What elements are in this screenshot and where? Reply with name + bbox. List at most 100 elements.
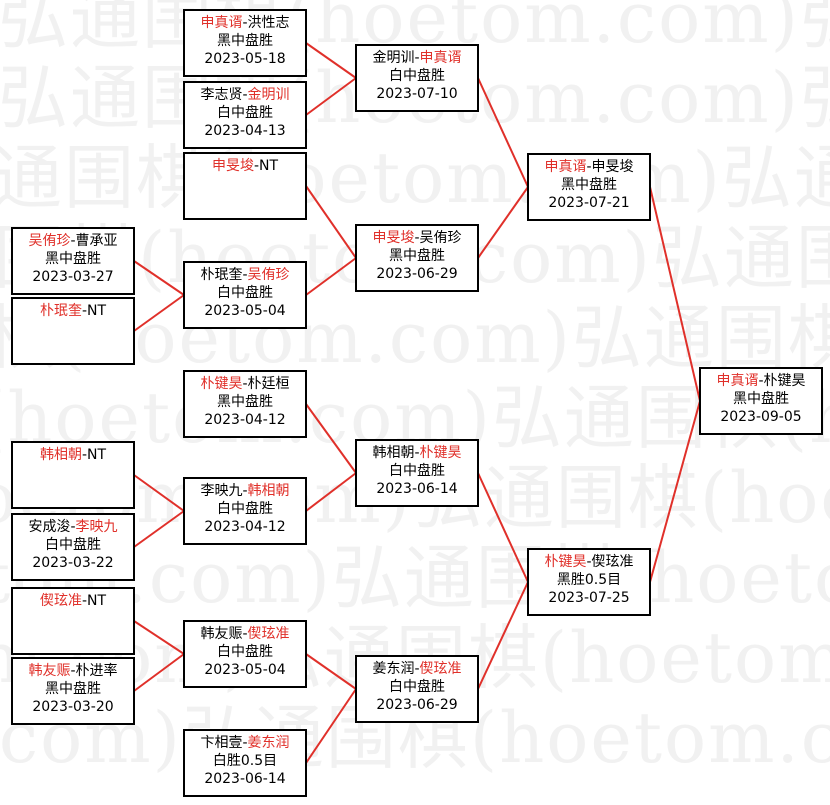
player-separator: -: [70, 233, 76, 249]
player-one: 申旻埈: [211, 158, 254, 174]
player-one: 卞相壹: [200, 735, 243, 751]
match-result: 黑中盘胜: [45, 681, 101, 697]
match-result: 黑中盘胜: [389, 248, 445, 264]
player-two: 韩相朝: [247, 483, 290, 499]
player-one: 李映九: [200, 483, 243, 499]
player-two: 曹承亚: [75, 233, 118, 249]
player-separator: -: [81, 593, 88, 609]
connector-r3a-r4a: [477, 77, 529, 188]
match-date: 2023-06-14: [376, 481, 458, 497]
player-two: 姜东润: [247, 735, 290, 751]
player-one: 姜东润: [372, 661, 415, 677]
player-two: NT: [87, 593, 107, 609]
connector-r2g-r3d: [305, 653, 357, 690]
player-one: 李志贤: [200, 87, 243, 103]
player-separator: -: [586, 554, 592, 570]
player-one: 韩友赈: [200, 626, 243, 642]
match-box-r1c: 韩相朝-NT: [11, 441, 135, 509]
player-two: 偰玹准: [247, 626, 290, 642]
connector-r1b-r2d: [133, 294, 185, 332]
connector-r4b-final: [649, 400, 701, 583]
player-one: 韩友赈: [28, 663, 71, 679]
connector-r1e-r2g: [133, 620, 185, 655]
match-players: 朴珉奎-吴侑珍: [185, 266, 305, 284]
match-players: 申真谞-洪性志: [185, 14, 305, 32]
player-separator: -: [414, 50, 420, 66]
player-separator: -: [242, 735, 248, 751]
match-date: 2023-09-05: [720, 409, 802, 425]
player-two: 洪性志: [247, 15, 290, 31]
match-date: 2023-04-12: [204, 412, 286, 428]
match-box-r1b: 朴珉奎-NT: [11, 297, 135, 365]
match-result: 黑中盘胜: [217, 394, 273, 410]
player-two: NT: [259, 158, 279, 174]
match-players: 吴侑珍-曹承亚: [13, 232, 133, 250]
connector-r3c-r4b: [477, 472, 529, 583]
match-result: 白中盘胜: [389, 68, 445, 84]
player-one: 朴键昊: [544, 554, 587, 570]
match-players: 韩相朝-朴键昊: [357, 444, 477, 462]
player-two: 偰玹准: [591, 554, 634, 570]
match-result: 黑中盘胜: [217, 33, 273, 49]
connector-r3d-r4b: [477, 581, 529, 690]
match-date: 2023-05-04: [204, 303, 286, 319]
match-date: 2023-07-10: [376, 86, 458, 102]
connector-r3b-r4a: [477, 186, 529, 259]
match-players: 李映九-韩相朝: [185, 482, 305, 500]
match-box-r1e: 偰玹准-NT: [11, 587, 135, 655]
player-two: 李映九: [75, 519, 118, 535]
match-result: 黑中盘胜: [45, 251, 101, 267]
match-box-r4a: 申真谞-申旻埈黑中盘胜 2023-07-21: [527, 153, 651, 221]
player-one: 朴键昊: [200, 376, 243, 392]
match-result: 白中盘胜: [217, 644, 273, 660]
player-one: 朴珉奎: [39, 303, 82, 319]
connector-r1f-r2g: [133, 653, 185, 692]
player-separator: -: [242, 87, 248, 103]
player-two: 申真谞: [419, 50, 462, 66]
player-separator: -: [242, 626, 248, 642]
match-box-r2c: 申旻埈-NT: [183, 152, 307, 220]
connector-r2h-r3d: [305, 688, 357, 764]
match-date: 2023-03-27: [32, 269, 114, 285]
match-result: 黑中盘胜: [561, 177, 617, 193]
player-separator: -: [242, 267, 248, 283]
player-one: 申旻埈: [372, 230, 415, 246]
player-one: 韩相朝: [39, 447, 82, 463]
connector-r1a-r2d: [133, 260, 185, 296]
match-date: 2023-03-22: [32, 555, 114, 571]
match-result: 黑中盘胜: [733, 391, 789, 407]
match-players: 申真谞-申旻埈: [529, 158, 649, 176]
match-players: 偰玹准-NT: [13, 592, 133, 610]
player-two: 申旻埈: [591, 159, 634, 175]
match-result: 白中盘胜: [389, 463, 445, 479]
match-players: 安成浚-李映九: [13, 518, 133, 536]
match-players: 申真谞-朴键昊: [701, 372, 821, 390]
player-two: 偰玹准: [419, 661, 462, 677]
player-separator: -: [253, 158, 260, 174]
player-one: 申真谞: [716, 373, 759, 389]
connector-r2f-r3c: [305, 472, 357, 512]
player-one: 金明训: [372, 50, 415, 66]
connector-r2d-r3b: [305, 257, 357, 296]
match-date: 2023-07-21: [548, 195, 630, 211]
match-players: 姜东润-偰玹准: [357, 660, 477, 678]
match-date: 2023-06-29: [376, 266, 458, 282]
match-box-r3a: 金明训-申真谞白中盘胜 2023-07-10: [355, 44, 479, 112]
player-one: 韩相朝: [372, 445, 415, 461]
player-one: 申真谞: [200, 15, 243, 31]
match-date: 2023-07-25: [548, 590, 630, 606]
player-separator: -: [81, 447, 88, 463]
player-separator: -: [242, 483, 248, 499]
connector-r1c-r2f: [133, 474, 185, 512]
match-date: 2023-04-12: [204, 519, 286, 535]
connector-r2b-r3a: [305, 77, 357, 116]
match-box-final: 申真谞-朴键昊黑中盘胜 2023-09-05: [699, 367, 823, 435]
